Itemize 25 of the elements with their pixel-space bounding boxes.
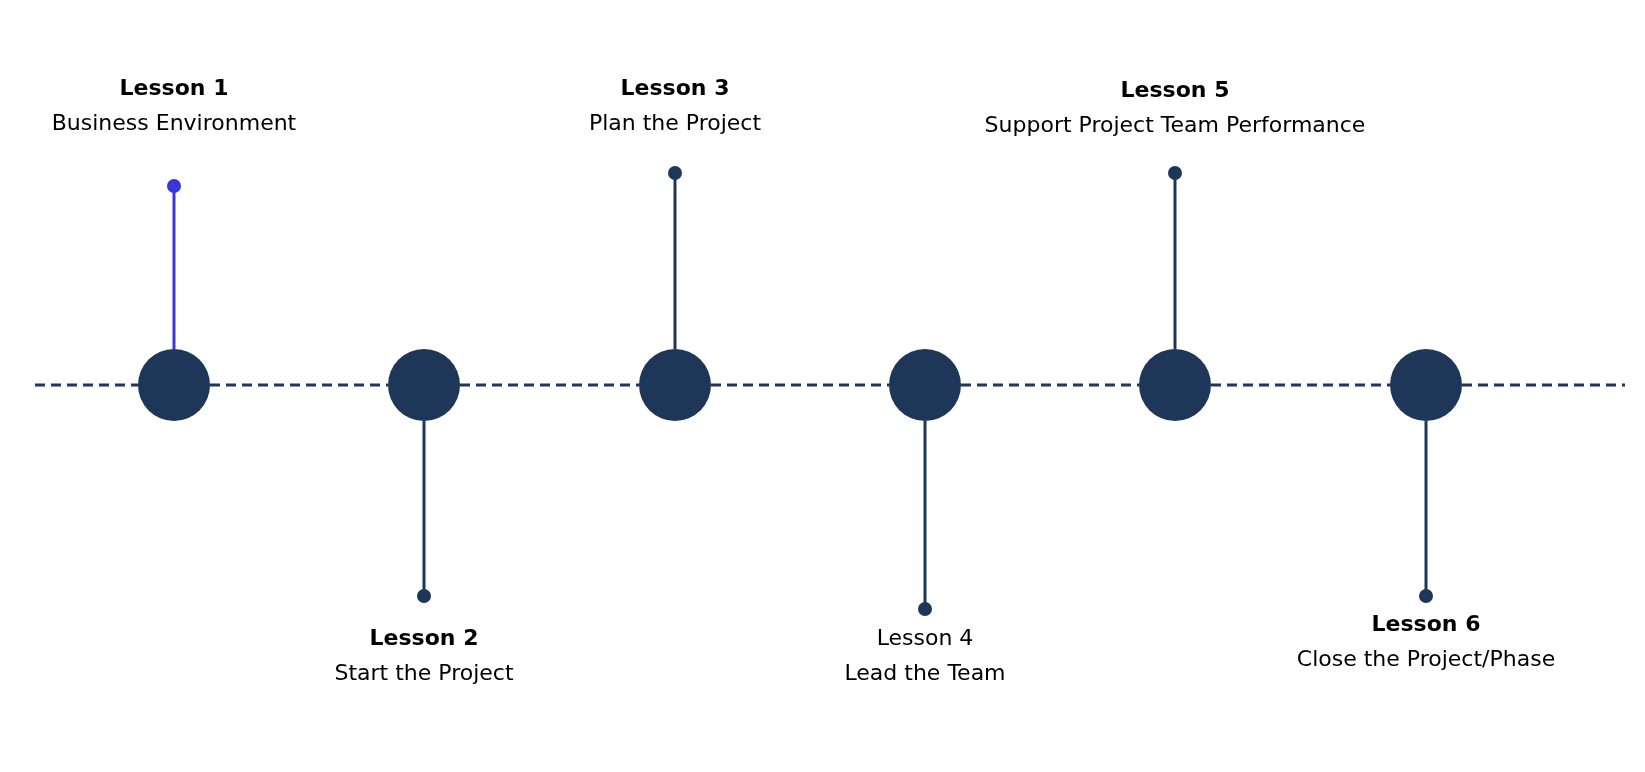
- timeline-line: [1211, 383, 1390, 387]
- timeline-line: [460, 383, 639, 387]
- timeline-line: [961, 383, 1139, 387]
- lesson-number: Lesson 4: [876, 623, 974, 652]
- lesson-number: Lesson 1: [119, 74, 229, 102]
- connector-line: [167, 179, 181, 349]
- lesson-number: Lesson 2: [369, 623, 479, 652]
- connector-line: [668, 166, 682, 349]
- lesson-number: Lesson 6: [1371, 609, 1481, 638]
- lesson-number: Lesson 5: [1120, 76, 1230, 104]
- lesson-number: Lesson 3: [620, 74, 730, 102]
- connector-line: [918, 421, 932, 616]
- lesson-title: Plan the Project: [588, 109, 762, 138]
- timeline-line: [711, 383, 889, 387]
- connector-line: [1419, 421, 1433, 603]
- lesson-title: Support Project Team Performance: [984, 111, 1366, 140]
- timeline-line: [210, 383, 388, 387]
- timeline-line: [1462, 383, 1625, 387]
- lesson-title: Close the Project/Phase: [1296, 644, 1556, 673]
- lesson-title: Business Environment: [51, 109, 297, 138]
- lesson-title: Start the Project: [334, 658, 514, 687]
- connector-line: [1168, 166, 1182, 349]
- lesson-title: Lead the Team: [844, 658, 1006, 687]
- timeline-line: [35, 383, 138, 387]
- connector-line: [417, 421, 431, 603]
